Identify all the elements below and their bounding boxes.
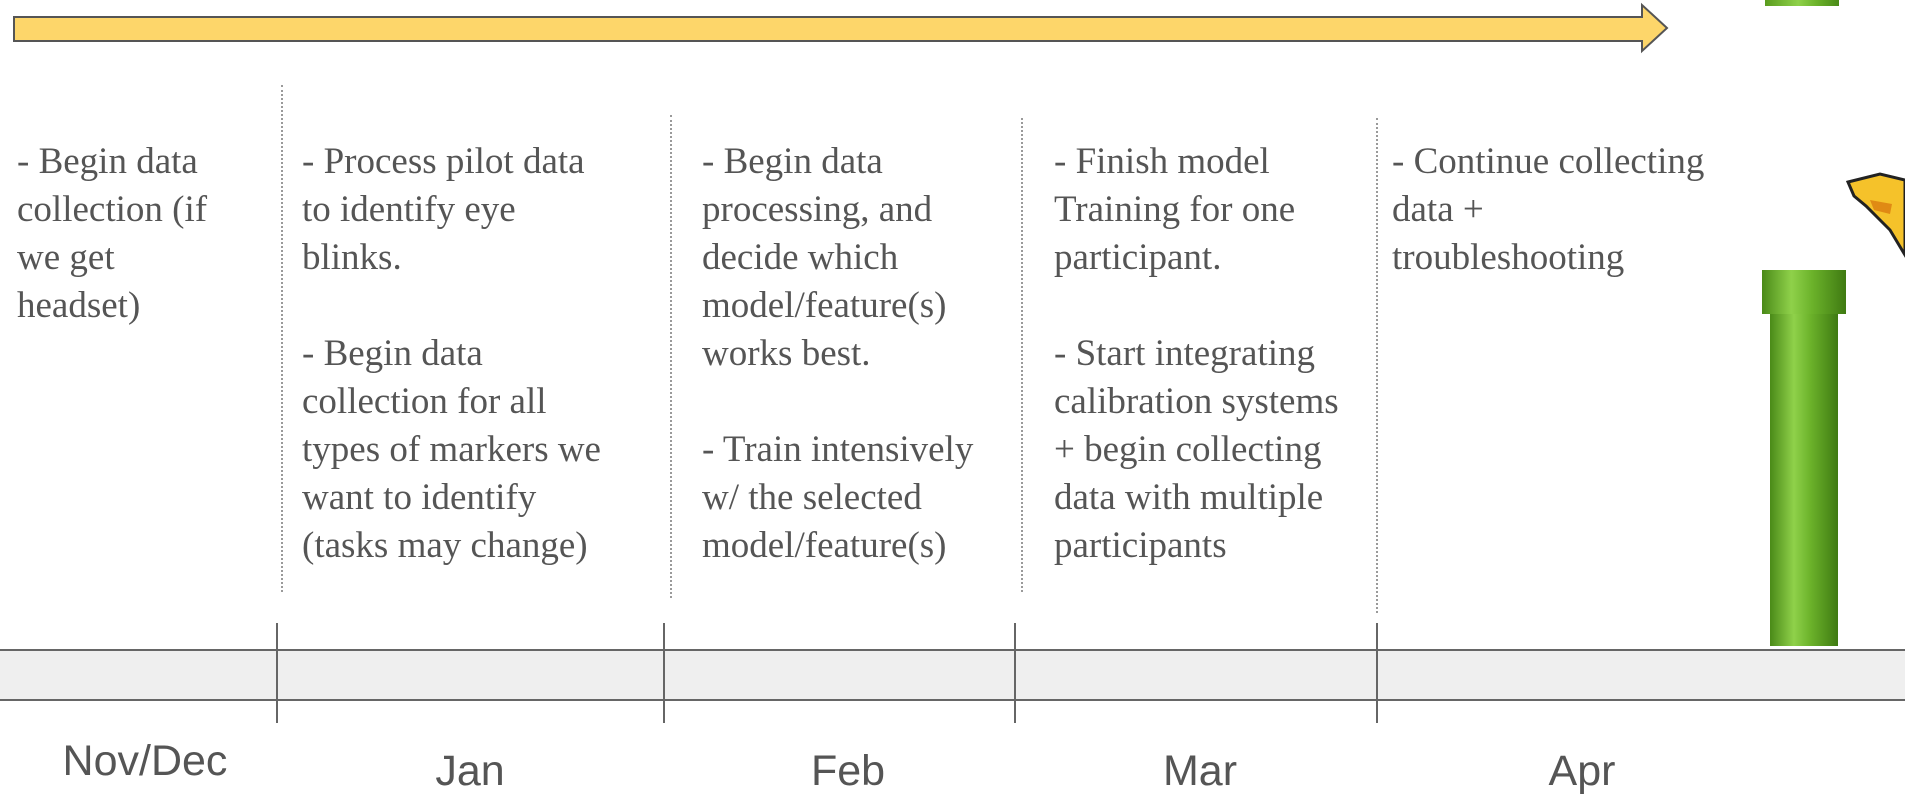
flappy-pipe-icon bbox=[1762, 270, 1846, 646]
month-tick bbox=[276, 623, 278, 723]
month-tick bbox=[1014, 623, 1016, 723]
month-label-feb: Feb bbox=[810, 747, 886, 795]
month-label-mar: Mar bbox=[1162, 747, 1238, 795]
column-divider bbox=[281, 85, 283, 592]
flappy-bird-icon bbox=[1845, 172, 1905, 258]
month-bar bbox=[0, 649, 1905, 701]
column-divider bbox=[1021, 118, 1023, 592]
column-divider bbox=[1376, 118, 1378, 613]
flappy-pipe-top-icon bbox=[1765, 0, 1839, 6]
notes-nov-dec: - Begin data collection (if we get heads… bbox=[17, 141, 208, 326]
notes-feb: - Begin data processing, and decide whic… bbox=[702, 141, 974, 566]
month-label-nov-dec: Nov/Dec bbox=[62, 737, 228, 785]
month-label-jan: Jan bbox=[435, 747, 505, 795]
notes-jan: - Process pilot data to identify eye bli… bbox=[302, 141, 601, 566]
column-divider bbox=[670, 115, 672, 598]
month-tick bbox=[663, 623, 665, 723]
month-tick bbox=[1376, 623, 1378, 723]
timeline-arrow bbox=[13, 2, 1669, 54]
month-label-apr: Apr bbox=[1548, 747, 1616, 795]
notes-apr: - Continue collecting data + troubleshoo… bbox=[1392, 141, 1705, 278]
notes-mar: - Finish model Training for one particip… bbox=[1054, 141, 1339, 566]
